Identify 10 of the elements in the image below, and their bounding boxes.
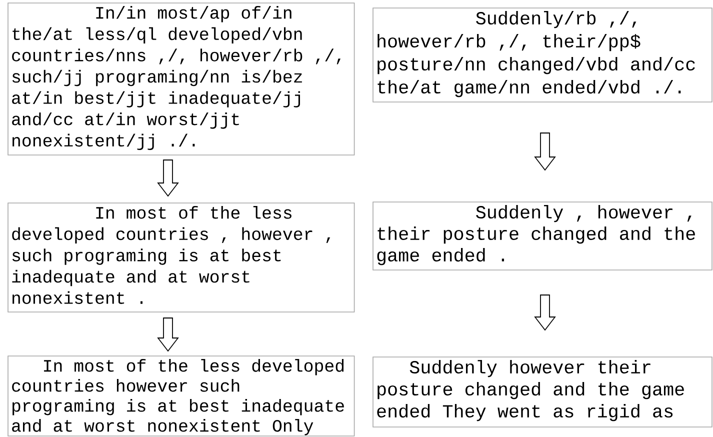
text-box: Suddenly however their posture changed and the game ended They went as rigid as bbox=[372, 356, 712, 428]
text-box: In most of the less developed countries , however , such programing is at best inadequate and at worst nonexistent . bbox=[8, 202, 355, 312]
hollow-arrow bbox=[534, 294, 556, 331]
text-box: Suddenly , however , their posture changed and the game ended . bbox=[372, 202, 712, 270]
text-box: In/in most/ap of/in the/at less/ql developed/vbn countries/nns ,/, however/rb ,/, such/jj programing/nn is/bez at/in best/jjt inadequate/jj and/cc at/in worst/jjt nonexistent/jj ./. bbox=[8, 2, 355, 156]
hollow-arrow bbox=[157, 160, 179, 197]
hollow-arrow bbox=[534, 132, 556, 171]
hollow-arrow bbox=[157, 318, 179, 352]
text-box: In most of the less developed countries however such programing is at best inadequate and at worst nonexistent Only bbox=[8, 356, 355, 436]
text-box: Suddenly/rb ,/, however/rb ,/, their/pp$ posture/nn changed/vbd and/cc the/at game/nn ended/vbd ./. bbox=[372, 8, 712, 102]
